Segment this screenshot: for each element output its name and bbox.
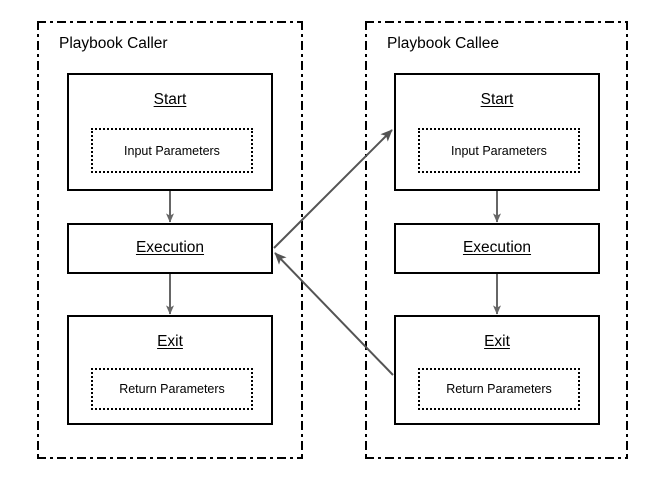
swimlane-callee-title: Playbook Callee bbox=[387, 35, 500, 52]
node-callee-start[interactable]: Start Input Parameters bbox=[394, 73, 600, 191]
node-callee-execution-title: Execution bbox=[462, 239, 532, 256]
param-label-callee-return: Return Parameters bbox=[446, 382, 552, 396]
param-box-callee-input: Input Parameters bbox=[418, 128, 580, 173]
node-caller-exit[interactable]: Exit Return Parameters bbox=[67, 315, 273, 425]
node-callee-start-title: Start bbox=[480, 91, 514, 108]
node-callee-exit-title: Exit bbox=[484, 333, 510, 350]
node-caller-execution[interactable]: Execution bbox=[67, 223, 273, 274]
param-box-callee-return: Return Parameters bbox=[418, 368, 580, 410]
param-label-caller-return: Return Parameters bbox=[119, 382, 225, 396]
param-box-caller-return: Return Parameters bbox=[91, 368, 253, 410]
param-box-caller-input: Input Parameters bbox=[91, 128, 253, 173]
param-label-callee-input: Input Parameters bbox=[451, 143, 547, 158]
param-label-caller-input: Input Parameters bbox=[124, 143, 220, 158]
node-caller-exit-title: Exit bbox=[157, 333, 183, 350]
swimlane-caller-title: Playbook Caller bbox=[59, 35, 168, 52]
node-caller-start-title: Start bbox=[153, 91, 187, 108]
node-callee-exit[interactable]: Exit Return Parameters bbox=[394, 315, 600, 425]
node-callee-execution[interactable]: Execution bbox=[394, 223, 600, 274]
node-caller-execution-title: Execution bbox=[135, 239, 205, 256]
node-caller-start[interactable]: Start Input Parameters bbox=[67, 73, 273, 191]
